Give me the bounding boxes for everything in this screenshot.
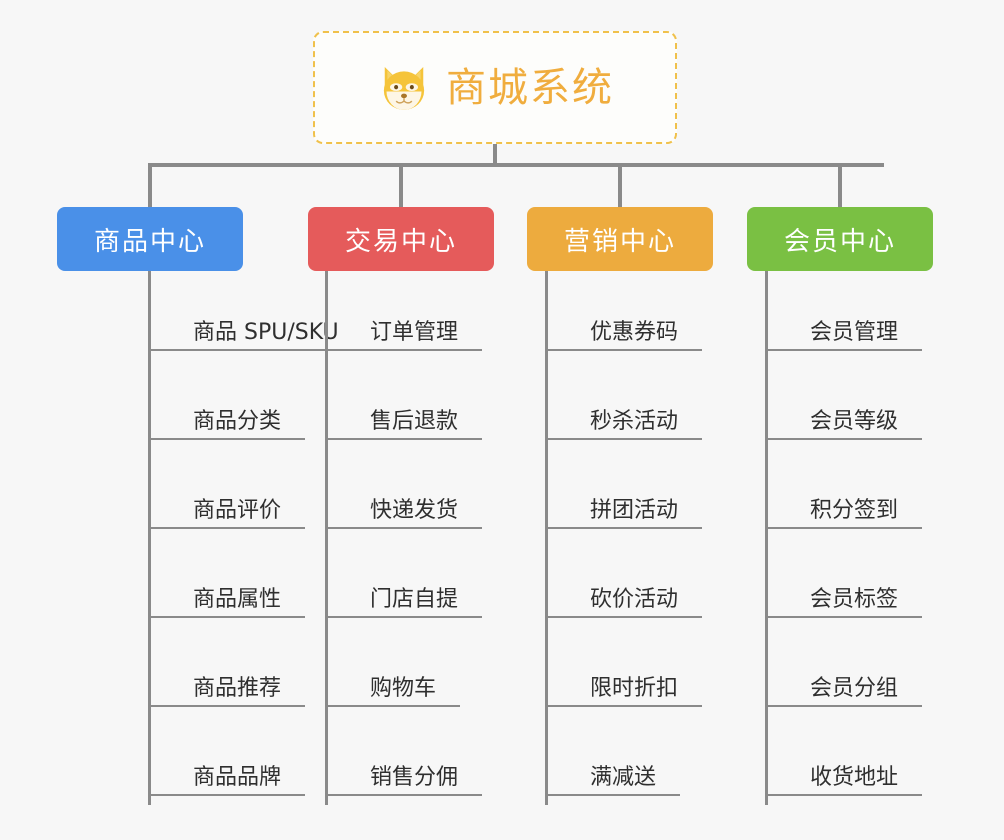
connector-stem	[493, 144, 497, 166]
list-item-label: 会员等级	[810, 409, 899, 434]
list-item[interactable]: 商品分类	[148, 360, 305, 449]
list-item-label: 会员标签	[810, 587, 899, 612]
list-item[interactable]: 会员管理	[765, 271, 933, 360]
list-item-underline	[328, 705, 460, 707]
list-item-label: 商品推荐	[193, 676, 282, 701]
list-item-label: 秒杀活动	[590, 409, 679, 434]
column-header-1[interactable]: 商品中心	[57, 207, 243, 271]
list-item[interactable]: 商品品牌	[148, 716, 305, 805]
list-item[interactable]: 会员等级	[765, 360, 933, 449]
list-item-underline	[328, 349, 482, 351]
root-node[interactable]: 商城系统	[313, 31, 677, 144]
list-item[interactable]: 销售分佣	[325, 716, 494, 805]
list-item-label: 商品属性	[193, 587, 282, 612]
list-item-label: 收货地址	[810, 765, 899, 790]
list-item-label: 会员分组	[810, 676, 899, 701]
list-item-underline	[151, 438, 305, 440]
list-item-label: 快递发货	[370, 498, 459, 523]
list-item-underline	[768, 349, 922, 351]
list-item[interactable]: 门店自提	[325, 538, 494, 627]
list-item-underline	[151, 705, 305, 707]
list-item-label: 商品分类	[193, 409, 282, 434]
list-item-underline	[151, 527, 305, 529]
connector-drop-3	[618, 163, 622, 207]
list-item-underline	[151, 349, 363, 351]
column-items-2: 订单管理售后退款快递发货门店自提购物车销售分佣	[325, 271, 494, 805]
column-1: 商品中心商品 SPU/SKU 商品分类商品评价商品属性商品推荐商品品牌	[57, 207, 363, 805]
list-item-underline	[151, 616, 305, 618]
list-item-label: 售后退款	[370, 409, 459, 434]
list-item-underline	[548, 705, 702, 707]
list-item-underline	[548, 527, 702, 529]
list-item-underline	[768, 438, 922, 440]
connector-drop-4	[838, 163, 842, 207]
list-item[interactable]: 售后退款	[325, 360, 494, 449]
list-item-label: 订单管理	[370, 320, 459, 345]
list-item[interactable]: 快递发货	[325, 449, 494, 538]
list-item-underline	[548, 349, 702, 351]
list-item-underline	[328, 527, 482, 529]
list-item-underline	[768, 616, 922, 618]
column-items-4: 会员管理会员等级积分签到会员标签会员分组收货地址	[765, 271, 933, 805]
list-item[interactable]: 砍价活动	[545, 538, 713, 627]
list-item-label: 积分签到	[810, 498, 899, 523]
list-item-underline	[328, 438, 482, 440]
connector-drop-2	[399, 163, 403, 207]
list-item[interactable]: 满减送	[545, 716, 713, 805]
list-item[interactable]: 商品 SPU/SKU	[148, 271, 363, 360]
connector-drop-1	[148, 163, 152, 207]
list-item[interactable]: 优惠券码	[545, 271, 713, 360]
column-2: 交易中心订单管理售后退款快递发货门店自提购物车销售分佣	[308, 207, 494, 805]
list-item-underline	[151, 794, 305, 796]
column-header-4[interactable]: 会员中心	[747, 207, 933, 271]
list-item[interactable]: 收货地址	[765, 716, 933, 805]
list-item-label: 会员管理	[810, 320, 899, 345]
column-items-3: 优惠券码秒杀活动拼团活动砍价活动限时折扣满减送	[545, 271, 713, 805]
list-item-label: 限时折扣	[590, 676, 679, 701]
list-item-label: 优惠券码	[590, 320, 679, 345]
root-node-title: 商城系统	[446, 64, 614, 111]
list-item[interactable]: 商品推荐	[148, 627, 305, 716]
connector-bus	[148, 163, 884, 167]
list-item-label: 商品评价	[193, 498, 282, 523]
list-item-underline	[768, 794, 922, 796]
list-item-underline	[768, 527, 922, 529]
list-item-label: 商品 SPU/SKU	[193, 320, 339, 345]
list-item-underline	[768, 705, 922, 707]
list-item[interactable]: 会员标签	[765, 538, 933, 627]
shiba-dog-face-icon	[376, 60, 432, 116]
list-item[interactable]: 秒杀活动	[545, 360, 713, 449]
list-item[interactable]: 订单管理	[325, 271, 494, 360]
list-item-underline	[548, 794, 680, 796]
column-header-2[interactable]: 交易中心	[308, 207, 494, 271]
list-item-label: 购物车	[370, 676, 437, 701]
list-item-label: 满减送	[590, 765, 657, 790]
list-item[interactable]: 商品评价	[148, 449, 305, 538]
column-3: 营销中心优惠券码秒杀活动拼团活动砍价活动限时折扣满减送	[527, 207, 713, 805]
list-item-label: 销售分佣	[370, 765, 459, 790]
list-item-label: 砍价活动	[590, 587, 679, 612]
list-item-label: 拼团活动	[590, 498, 679, 523]
list-item[interactable]: 购物车	[325, 627, 494, 716]
list-item[interactable]: 会员分组	[765, 627, 933, 716]
list-item[interactable]: 商品属性	[148, 538, 305, 627]
list-item[interactable]: 积分签到	[765, 449, 933, 538]
root-node-content: 商城系统	[376, 60, 614, 116]
list-item-underline	[328, 616, 482, 618]
list-item-underline	[328, 794, 482, 796]
list-item[interactable]: 拼团活动	[545, 449, 713, 538]
column-header-3[interactable]: 营销中心	[527, 207, 713, 271]
list-item-label: 门店自提	[370, 587, 459, 612]
column-items-1: 商品 SPU/SKU 商品分类商品评价商品属性商品推荐商品品牌	[148, 271, 363, 805]
list-item[interactable]: 限时折扣	[545, 627, 713, 716]
column-4: 会员中心会员管理会员等级积分签到会员标签会员分组收货地址	[747, 207, 933, 805]
list-item-underline	[548, 438, 702, 440]
list-item-underline	[548, 616, 702, 618]
list-item-label: 商品品牌	[193, 765, 282, 790]
